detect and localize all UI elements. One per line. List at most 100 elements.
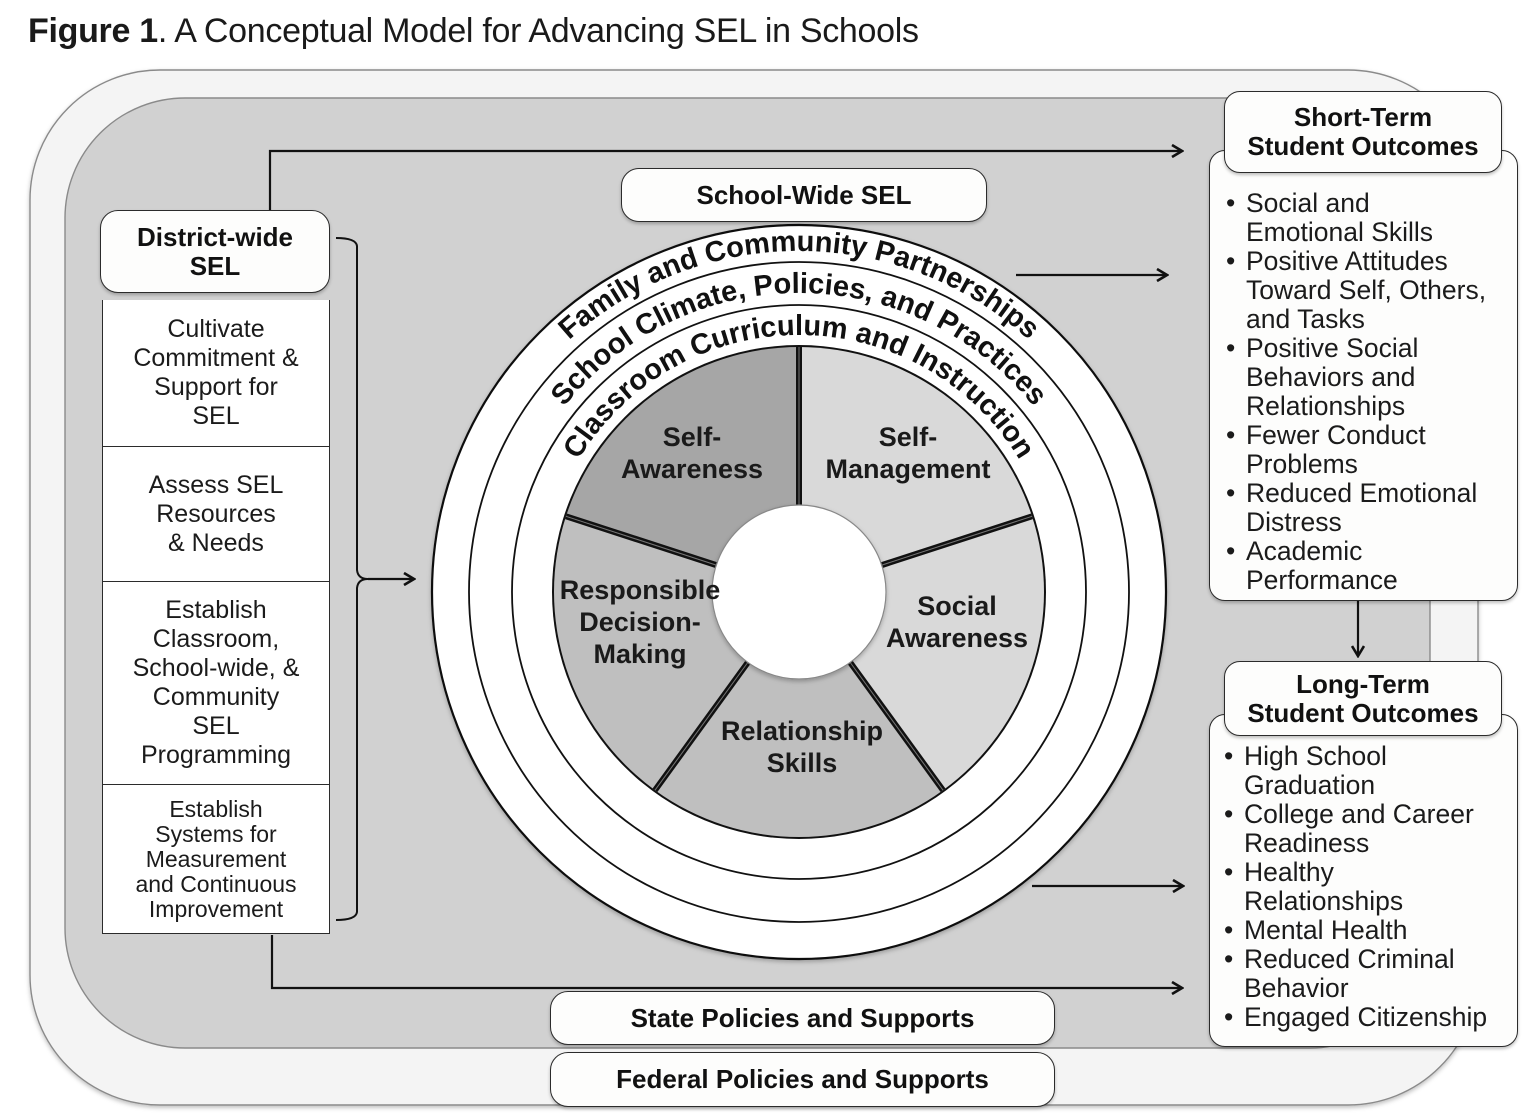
long-term-outcomes-list: High SchoolGraduationCollege and CareerR… (1222, 742, 1517, 1033)
district-step-line: Resources (156, 499, 276, 528)
outcome-line: Positive Attitudes (1246, 246, 1448, 276)
outcome-line: Emotional Skills (1246, 217, 1434, 247)
district-step-line: Systems for (155, 820, 277, 847)
figure-caption: . A Conceptual Model for Advancing SEL i… (157, 12, 919, 50)
district-wide-sel-label: District-wide SEL (100, 210, 330, 293)
outcome-line: Relationships (1244, 886, 1404, 916)
outcome-line: Social and (1246, 188, 1370, 218)
outcome-line: Graduation (1244, 770, 1376, 800)
district-step-line: Assess SEL (148, 470, 284, 499)
competency-label-line: Making (593, 639, 686, 669)
outcome-line: Reduced Emotional (1246, 478, 1478, 508)
competency-label-line: Skills (767, 748, 838, 778)
wheel-divider-highlight (881, 515, 1033, 566)
short-term-outcomes-header: Short-Term Student Outcomes (1224, 91, 1502, 173)
outcome-line: College and Career (1244, 799, 1474, 829)
district-step-line: SEL (192, 712, 240, 740)
district-step-line: Measurement (145, 845, 287, 872)
district-step-line: Cultivate (167, 315, 265, 343)
wheel-center (711, 504, 887, 680)
district-step-line: Support for (154, 373, 278, 401)
outcome-line: Mental Health (1244, 915, 1408, 945)
outcome-line: Problems (1246, 449, 1358, 479)
outcome-line: Toward Self, Others, (1246, 275, 1487, 305)
competency-label-line: Responsible (560, 575, 721, 605)
competency-label-line: Self- (663, 422, 722, 452)
ring-inner-boundary (511, 304, 1087, 880)
long-term-outcomes-header: Long-Term Student Outcomes (1224, 661, 1502, 736)
outcome-line: and Tasks (1246, 304, 1365, 334)
district-step-line: & Needs (168, 528, 264, 557)
wheel-segment-social-awareness (654, 592, 944, 837)
competency-label-line: Relationship (721, 716, 883, 746)
outcome-line: Positive Social (1246, 333, 1419, 363)
outcome-line: Academic (1246, 536, 1363, 566)
district-title-line1: District-wide (136, 221, 294, 252)
outcome-line: Behaviors and (1246, 362, 1416, 392)
short-term-title-line2: Student Outcomes (1247, 131, 1479, 161)
long-term-outcome-item: Engaged Citizenship (1222, 1002, 1517, 1033)
competency-label-line: Awareness (621, 454, 763, 484)
competency-label-line: Self- (879, 422, 938, 452)
outcome-line: Healthy (1244, 857, 1334, 887)
outcome-line: Reduced Criminal (1244, 944, 1455, 974)
school-wide-sel-text: School-Wide SEL (696, 179, 912, 210)
state-policies-label: State Policies and Supports (550, 991, 1055, 1045)
district-step-line: Establish (169, 795, 263, 822)
long-term-title-line2: Student Outcomes (1247, 697, 1479, 728)
figure-title: Figure 1. A Conceptual Model for Advanci… (28, 12, 919, 51)
outcome-line: Engaged Citizenship (1244, 1002, 1488, 1032)
outcome-line: Behavior (1244, 973, 1349, 1003)
outcome-line: High School (1244, 741, 1387, 771)
competency-label-line: Social (917, 591, 997, 621)
outcome-line: Relationships (1246, 391, 1406, 421)
federal-policies-text: Federal Policies and Supports (616, 1064, 989, 1094)
short-term-title-line1: Short-Term (1293, 102, 1433, 132)
district-step-line: Commitment & (133, 344, 299, 372)
competency-label-self-awareness: Self-Awareness (621, 422, 763, 484)
school-wide-sel-label: School-Wide SEL (621, 168, 987, 222)
figure-label: Figure 1 (28, 12, 158, 50)
long-term-title-line1: Long-Term (1296, 668, 1430, 699)
state-policies-text: State Policies and Supports (630, 1002, 975, 1033)
district-step-line: and Continuous (135, 870, 297, 897)
federal-policies-label: Federal Policies and Supports (550, 1052, 1055, 1107)
competency-label-self-management: Self-Management (825, 422, 990, 484)
district-to-long-term-arrow (270, 935, 1182, 988)
district-step-line: Community (152, 683, 280, 711)
long-term-outcomes-box: High SchoolGraduationCollege and CareerR… (1209, 714, 1518, 1047)
competency-label-line: Decision- (579, 607, 701, 637)
wheel-divider-highlight (565, 515, 717, 566)
district-step-line: Establish (165, 596, 267, 624)
competency-label-line: Management (825, 454, 990, 484)
district-bracket (335, 237, 369, 921)
outcome-line: Fewer Conduct (1246, 420, 1426, 450)
wheel-divider-highlight (849, 662, 944, 791)
district-step-line: Improvement (148, 895, 284, 922)
outcome-line: Readiness (1244, 828, 1370, 858)
long-term-outcome-item: Mental Health (1222, 915, 1517, 946)
district-step-line: School-wide, & (132, 654, 300, 682)
